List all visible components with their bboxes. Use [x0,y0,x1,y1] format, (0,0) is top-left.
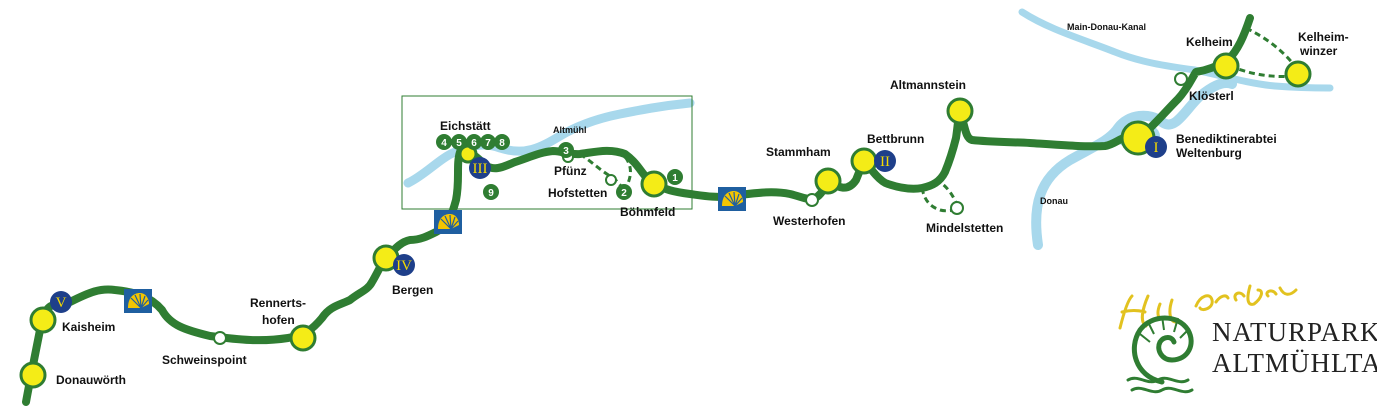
label-weltenburg-1: Benediktinerabtei [1176,132,1277,146]
stage-badge-ii: II [874,150,896,172]
waypoint-westerhofen [805,193,819,207]
stop-kelheim [1212,52,1240,80]
waypoint-mindelstetten [950,201,964,215]
svg-text:7: 7 [485,138,491,149]
waypoint-hofstetten [605,174,617,186]
naturpark-logo: NATURPARK ALTMÜHLTAL [1118,284,1377,394]
waypoint-schweinspoint [213,331,227,345]
label-altmannstein: Altmannstein [890,78,966,92]
stage-badge-v: V [50,291,72,313]
label-donauwoerth: Donauwörth [56,373,126,387]
stop-kelheimwinzer [1284,60,1312,88]
label-schweinspoint: Schweinspoint [162,353,247,367]
stage-badges: V IV III II I [50,136,1167,313]
stop-rennertshofen [289,324,317,352]
svg-text:III: III [473,161,488,177]
scallop-shell-icon [124,289,152,313]
number-marker-1: 1 [667,169,683,185]
stop-boehmfeld [640,170,668,198]
stage-badge-iv: IV [393,254,415,276]
svg-text:II: II [880,154,890,170]
label-altmuehl-river: Altmühl [553,125,587,135]
stop-altmannstein [946,97,974,125]
svg-text:6: 6 [471,138,477,149]
logo-naturpark: NATURPARK [1212,317,1377,347]
label-kelheim: Kelheim [1186,35,1233,49]
scallop-shell-icon [718,187,746,211]
label-bergen: Bergen [392,283,433,297]
pilgrim-shells [124,187,746,313]
number-marker-3: 3 [558,142,574,158]
stop-donauwoerth [19,361,47,389]
main-donau-kanal [1018,8,1334,92]
label-eichstaett: Eichstätt [440,119,491,133]
label-rennertshofen-1: Rennerts- [250,296,306,310]
label-donau-river: Donau [1040,196,1068,206]
stage-badge-iii: III [469,157,491,179]
number-marker-6: 6 [466,134,482,150]
label-bettbrunn: Bettbrunn [867,132,924,146]
stage-badge-i: I [1145,136,1167,158]
svg-text:IV: IV [396,258,412,274]
eichstaett-inset-frame [401,95,693,210]
altmuehl-river [403,98,695,188]
stage-numbers: 1 2 3 4 5 6 7 8 9 [436,134,683,200]
label-kaisheim: Kaisheim [62,320,115,334]
label-stammham: Stammham [766,145,831,159]
number-marker-7: 7 [480,134,496,150]
ammonite-icon [1126,315,1194,394]
stop-kaisheim [29,306,57,334]
number-marker-9: 9 [483,184,499,200]
svg-text:3: 3 [563,146,569,157]
label-weltenburg-2: Weltenburg [1176,146,1242,160]
label-boehmfeld: Böhmfeld [620,205,675,219]
label-pfuenz: Pfünz [554,164,587,178]
number-marker-5: 5 [451,134,467,150]
label-rennertshofen-2: hofen [262,313,295,327]
number-marker-2: 2 [616,184,632,200]
svg-text:2: 2 [621,188,627,199]
label-main-donau-kanal: Main-Donau-Kanal [1067,22,1146,32]
label-kelheimwinzer-2: winzer [1299,44,1338,58]
label-mindelstetten: Mindelstetten [926,221,1003,235]
svg-text:V: V [56,295,67,311]
svg-text:4: 4 [441,138,447,149]
stop-stammham [814,167,842,195]
number-marker-4: 4 [436,134,452,150]
label-kelheimwinzer-1: Kelheim- [1298,30,1349,44]
label-hofstetten: Hofstetten [548,186,607,200]
svg-text:I: I [1154,140,1159,156]
svg-text:5: 5 [456,138,462,149]
waypoint-kloesterl [1174,72,1188,86]
place-labels: Donauwörth Kaisheim Schweinspoint Renner… [56,22,1349,387]
label-kloesterl: Klösterl [1189,89,1234,103]
label-westerhofen: Westerhofen [773,214,845,228]
logo-altmuehltal: ALTMÜHLTAL [1212,348,1377,378]
svg-text:9: 9 [488,188,494,199]
variant-hofstetten [579,152,632,196]
svg-text:1: 1 [672,173,678,184]
svg-text:8: 8 [499,138,505,149]
donau-river [1031,78,1237,250]
stop-bettbrunn [850,147,878,175]
scallop-shell-icon [434,210,462,234]
number-marker-8: 8 [494,134,510,150]
